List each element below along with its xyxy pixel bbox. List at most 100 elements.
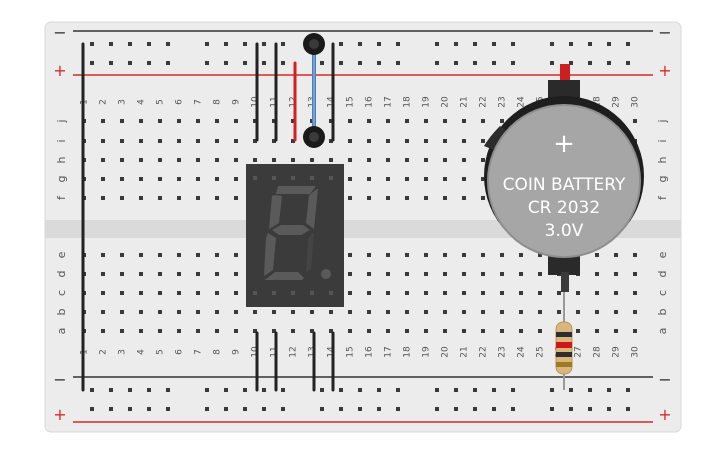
rail-hole [550,61,554,65]
breadboard-hole [367,253,371,257]
breadboard-hole [500,310,504,314]
breadboard-hole [633,329,637,333]
display-pin-hole [329,176,333,180]
breadboard-hole [633,310,637,314]
breadboard-hole [101,196,105,200]
breadboard-hole [120,158,124,162]
rail-hole [128,61,132,65]
breadboard-hole [500,272,504,276]
jumper-wires [81,42,335,392]
battery-holder-tab [484,126,508,150]
breadboard-hole [196,196,200,200]
breadboard-hole [443,310,447,314]
column-number-label: 15 [346,346,356,357]
rail-hole [281,388,285,392]
rail-hole [320,61,324,65]
breadboard-hole [215,139,219,143]
rail-hole [607,388,611,392]
breadboard-hole [443,119,447,123]
breadboard-hole [120,329,124,333]
rail-hole [205,388,209,392]
rail-hole [550,42,554,46]
rail-hole [243,407,247,411]
resistor-band-3 [556,352,572,357]
breadboard-hole [367,196,371,200]
breadboard-hole [481,329,485,333]
row-letter-label: c [55,290,68,296]
breadboard-hole [348,253,352,257]
breadboard-hole [158,196,162,200]
breadboard-hole [462,119,466,123]
rail-hole [90,61,94,65]
rail-hole [147,407,151,411]
breadboard-hole [519,291,523,295]
rail-hole [90,388,94,392]
breadboard-hole [462,139,466,143]
column-number-label: 6 [175,99,185,105]
rail-hole [473,61,477,65]
bottom-power-rail: − − + + [53,370,671,424]
breadboard-hole [614,310,618,314]
breadboard-hole [215,272,219,276]
breadboard-hole [633,253,637,257]
breadboard-hole [595,291,599,295]
breadboard-hole [386,291,390,295]
breadboard-hole [329,158,333,162]
row-letter-label: d [656,271,669,278]
breadboard-hole [481,272,485,276]
breadboard-hole [272,310,276,314]
column-number-label: 19 [422,96,432,108]
row-letter-label: g [656,176,669,183]
rail-hole [377,61,381,65]
breadboard-hole [196,177,200,181]
bottom-rail-plus-left: + [53,405,66,424]
column-number-label: 18 [403,96,413,108]
breadboard-hole [367,272,371,276]
breadboard-hole [177,158,181,162]
rail-hole [473,407,477,411]
breadboard-hole [101,139,105,143]
rail-hole [358,388,362,392]
rail-hole [454,407,458,411]
breadboard-hole [519,272,523,276]
row-letter-label: e [656,251,669,258]
rail-hole [492,42,496,46]
breadboard-hole [443,177,447,181]
breadboard-hole [424,139,428,143]
rail-hole [147,61,151,65]
breadboard-hole [291,329,295,333]
display-body [246,164,344,307]
breadboard-hole [291,139,295,143]
rail-hole [166,388,170,392]
rail-hole [396,61,400,65]
breadboard-hole [462,310,466,314]
breadboard-hole [557,291,561,295]
breadboard-hole [101,291,105,295]
breadboard-hole [462,196,466,200]
segment-a [276,186,316,194]
row-letter-label: b [656,308,669,315]
column-number-label: 18 [403,346,413,358]
breadboard-hole [196,253,200,257]
breadboard-hole [443,291,447,295]
rail-hole [396,388,400,392]
breadboard-hole [329,310,333,314]
breadboard-hole [310,158,314,162]
display-pin-hole [291,291,295,295]
breadboard-hole [367,139,371,143]
display-pin-hole [253,291,257,295]
rail-hole [569,407,573,411]
breadboard-hole [424,272,428,276]
breadboard-hole [177,291,181,295]
rail-hole [205,407,209,411]
row-letter-label: f [656,195,669,200]
breadboard-hole [139,272,143,276]
rail-hole [205,61,209,65]
breadboard-hole [158,329,162,333]
breadboard-hole [576,310,580,314]
row-letter-label: j [656,119,669,123]
battery-label-line3: 3.0V [545,221,584,241]
column-number-label: 12 [289,346,299,357]
segment-e [264,233,276,276]
